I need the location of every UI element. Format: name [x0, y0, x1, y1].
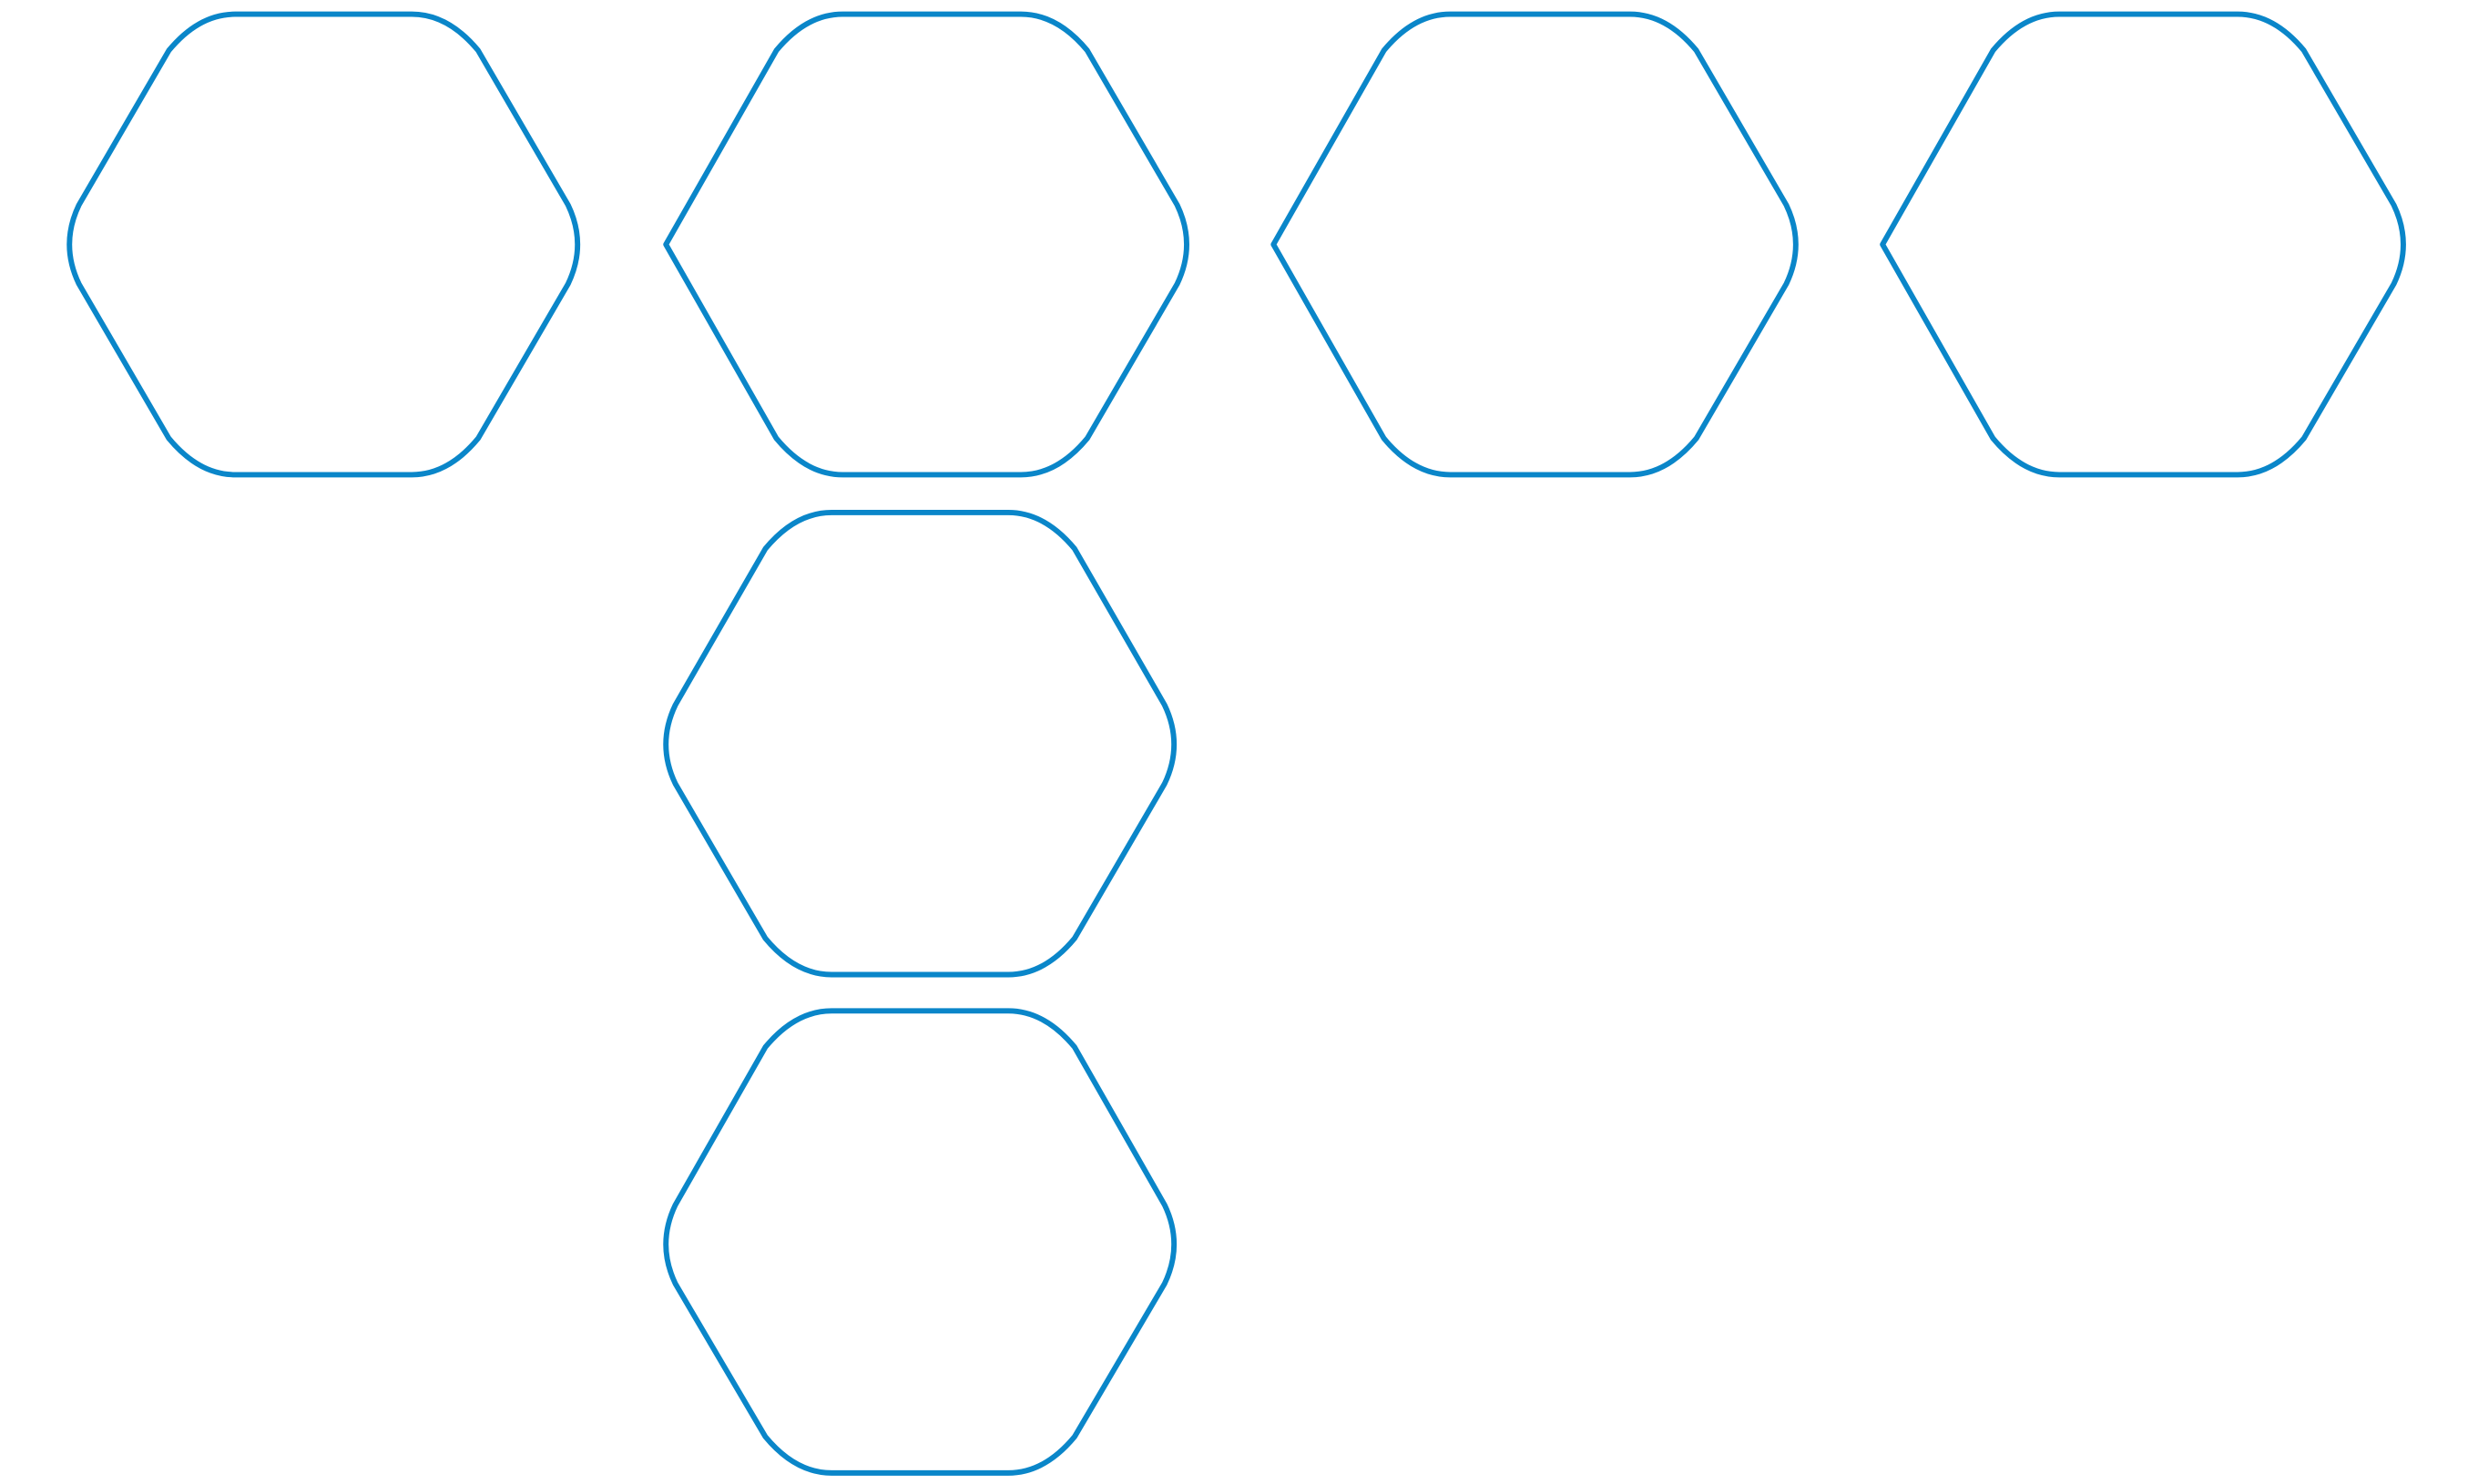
hexagon-3 — [1270, 11, 1799, 478]
hexagon-6 — [663, 1008, 1178, 1476]
hexagon-2 — [663, 11, 1189, 478]
hexagon-5 — [663, 510, 1178, 978]
hexagon-1 — [66, 11, 581, 478]
hexagon-4 — [1880, 11, 2406, 478]
